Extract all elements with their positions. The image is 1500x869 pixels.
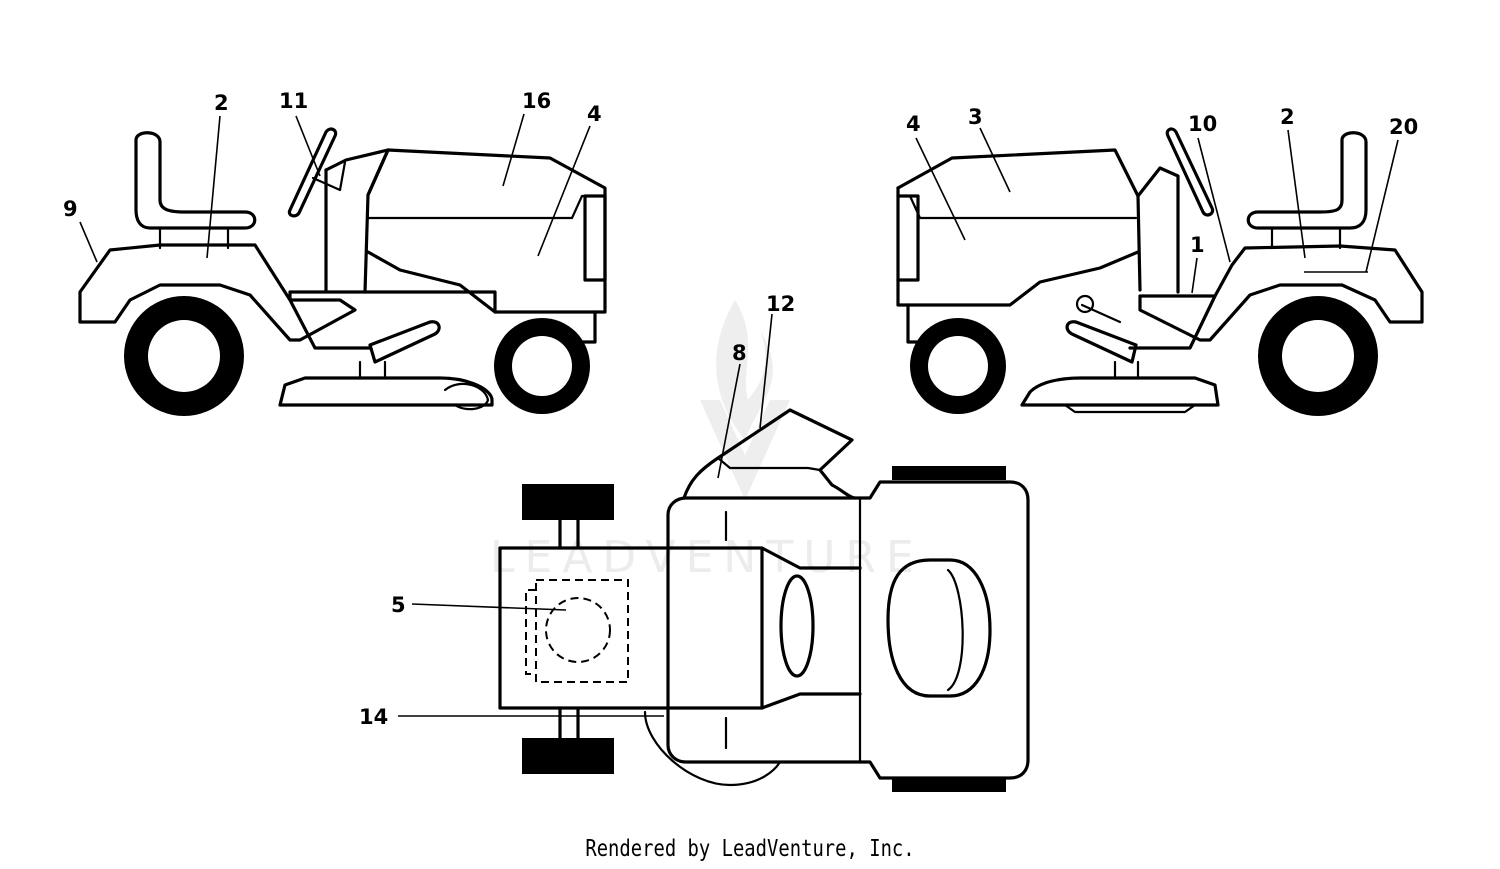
callouts-left-view: 9 2 11 16 4 <box>63 89 602 221</box>
callouts-top-view: 12 8 5 14 <box>359 292 795 729</box>
callout-16: 16 <box>522 89 551 113</box>
watermark-logo-icon <box>700 300 790 500</box>
callout-10: 10 <box>1188 112 1217 136</box>
credit-text: Rendered by LeadVenture, Inc. <box>585 836 915 862</box>
front-wheel-icon <box>522 484 614 520</box>
callout-4: 4 <box>587 102 602 126</box>
front-wheel-icon <box>522 738 614 774</box>
callout-2: 2 <box>214 91 229 115</box>
callout-5: 5 <box>391 593 406 617</box>
callout-9: 9 <box>63 197 78 221</box>
rear-wheel-icon <box>892 778 1006 792</box>
callout-4: 4 <box>906 112 921 136</box>
callout-8: 8 <box>732 341 747 365</box>
tractor-left-view <box>78 127 607 416</box>
callouts-right-view: 4 3 10 2 20 1 <box>906 105 1418 257</box>
callout-12: 12 <box>766 292 795 316</box>
callout-20: 20 <box>1389 115 1418 139</box>
callout-11: 11 <box>279 89 308 113</box>
leader-lines <box>79 113 1399 717</box>
callout-14: 14 <box>359 705 388 729</box>
tractor-top-view <box>498 408 1030 792</box>
callout-3: 3 <box>968 105 983 129</box>
tractor-right-view <box>896 127 1424 416</box>
rear-wheel-icon <box>892 466 1006 480</box>
watermark-text: LEADVENTURE <box>490 532 924 583</box>
callout-2: 2 <box>1280 105 1295 129</box>
callout-1: 1 <box>1190 233 1205 257</box>
